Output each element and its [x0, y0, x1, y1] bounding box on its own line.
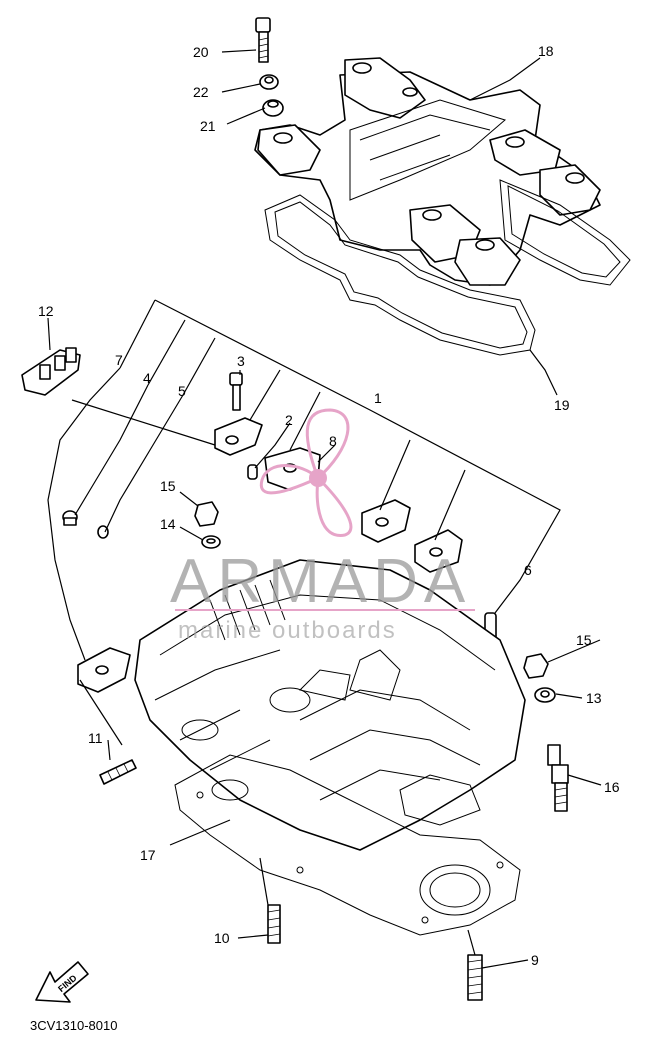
- callout-7: 7: [115, 352, 123, 368]
- cam-cap-a: [214, 417, 263, 456]
- grommet-21: [262, 99, 284, 117]
- stud-11: [99, 759, 137, 785]
- valve-cover: [254, 57, 601, 286]
- callout-12: 12: [38, 303, 54, 319]
- callout-labels: 20 22 21 18 19 12 7 4 5 3 2 1 8 15 14 6 …: [38, 43, 620, 968]
- cam-cap-d: [414, 529, 463, 573]
- find-arrow: FIND: [35, 961, 89, 1003]
- callout-17: 17: [140, 847, 156, 863]
- watermark: ARMADA marine outboards: [170, 408, 475, 644]
- head-gasket: [174, 754, 521, 936]
- washer-14: [201, 535, 221, 549]
- callout-9: 9: [531, 952, 539, 968]
- bolt-3: [229, 372, 243, 411]
- bolt-4: [62, 510, 78, 526]
- clip-12: [21, 347, 81, 396]
- callout-21: 21: [200, 118, 216, 134]
- callout-5: 5: [178, 383, 186, 399]
- callout-1: 1: [374, 390, 382, 406]
- callout-15-lower: 15: [576, 632, 592, 648]
- watermark-tagline: marine outboards: [178, 617, 397, 644]
- cap-nut-15-upper: [194, 501, 219, 527]
- bolt-20: [255, 17, 271, 63]
- callout-20: 20: [193, 44, 209, 60]
- callout-11: 11: [88, 730, 103, 746]
- callout-4: 4: [143, 370, 151, 386]
- callout-22: 22: [193, 84, 209, 100]
- callout-2: 2: [285, 412, 293, 428]
- washer-22: [259, 74, 279, 90]
- watermark-brand: ARMADA: [170, 547, 471, 616]
- callout-10: 10: [214, 930, 230, 946]
- leader-lines: [47, 49, 602, 969]
- cap-nut-15-lower: [523, 653, 549, 679]
- callout-8: 8: [329, 433, 337, 449]
- spark-plug-16: [547, 744, 569, 812]
- cam-cap-e: [77, 647, 131, 693]
- callout-3: 3: [237, 353, 245, 369]
- washer-13: [534, 687, 556, 703]
- callout-15-upper: 15: [160, 478, 176, 494]
- callout-6: 6: [524, 562, 532, 578]
- dowel-pin-2: [247, 464, 258, 480]
- drawing-code: 3CV1310-8010: [30, 1018, 117, 1033]
- callout-16: 16: [604, 779, 620, 795]
- stud-10: [267, 904, 281, 944]
- cam-cap-c: [361, 499, 411, 543]
- stud-9: [467, 954, 483, 1001]
- callout-13: 13: [586, 690, 602, 706]
- propeller-logo-icon: [259, 408, 353, 537]
- cam-cap-b: [264, 447, 321, 491]
- callout-18: 18: [538, 43, 554, 59]
- callout-19: 19: [554, 397, 570, 413]
- callout-14: 14: [160, 516, 176, 532]
- washer-5: [97, 525, 109, 539]
